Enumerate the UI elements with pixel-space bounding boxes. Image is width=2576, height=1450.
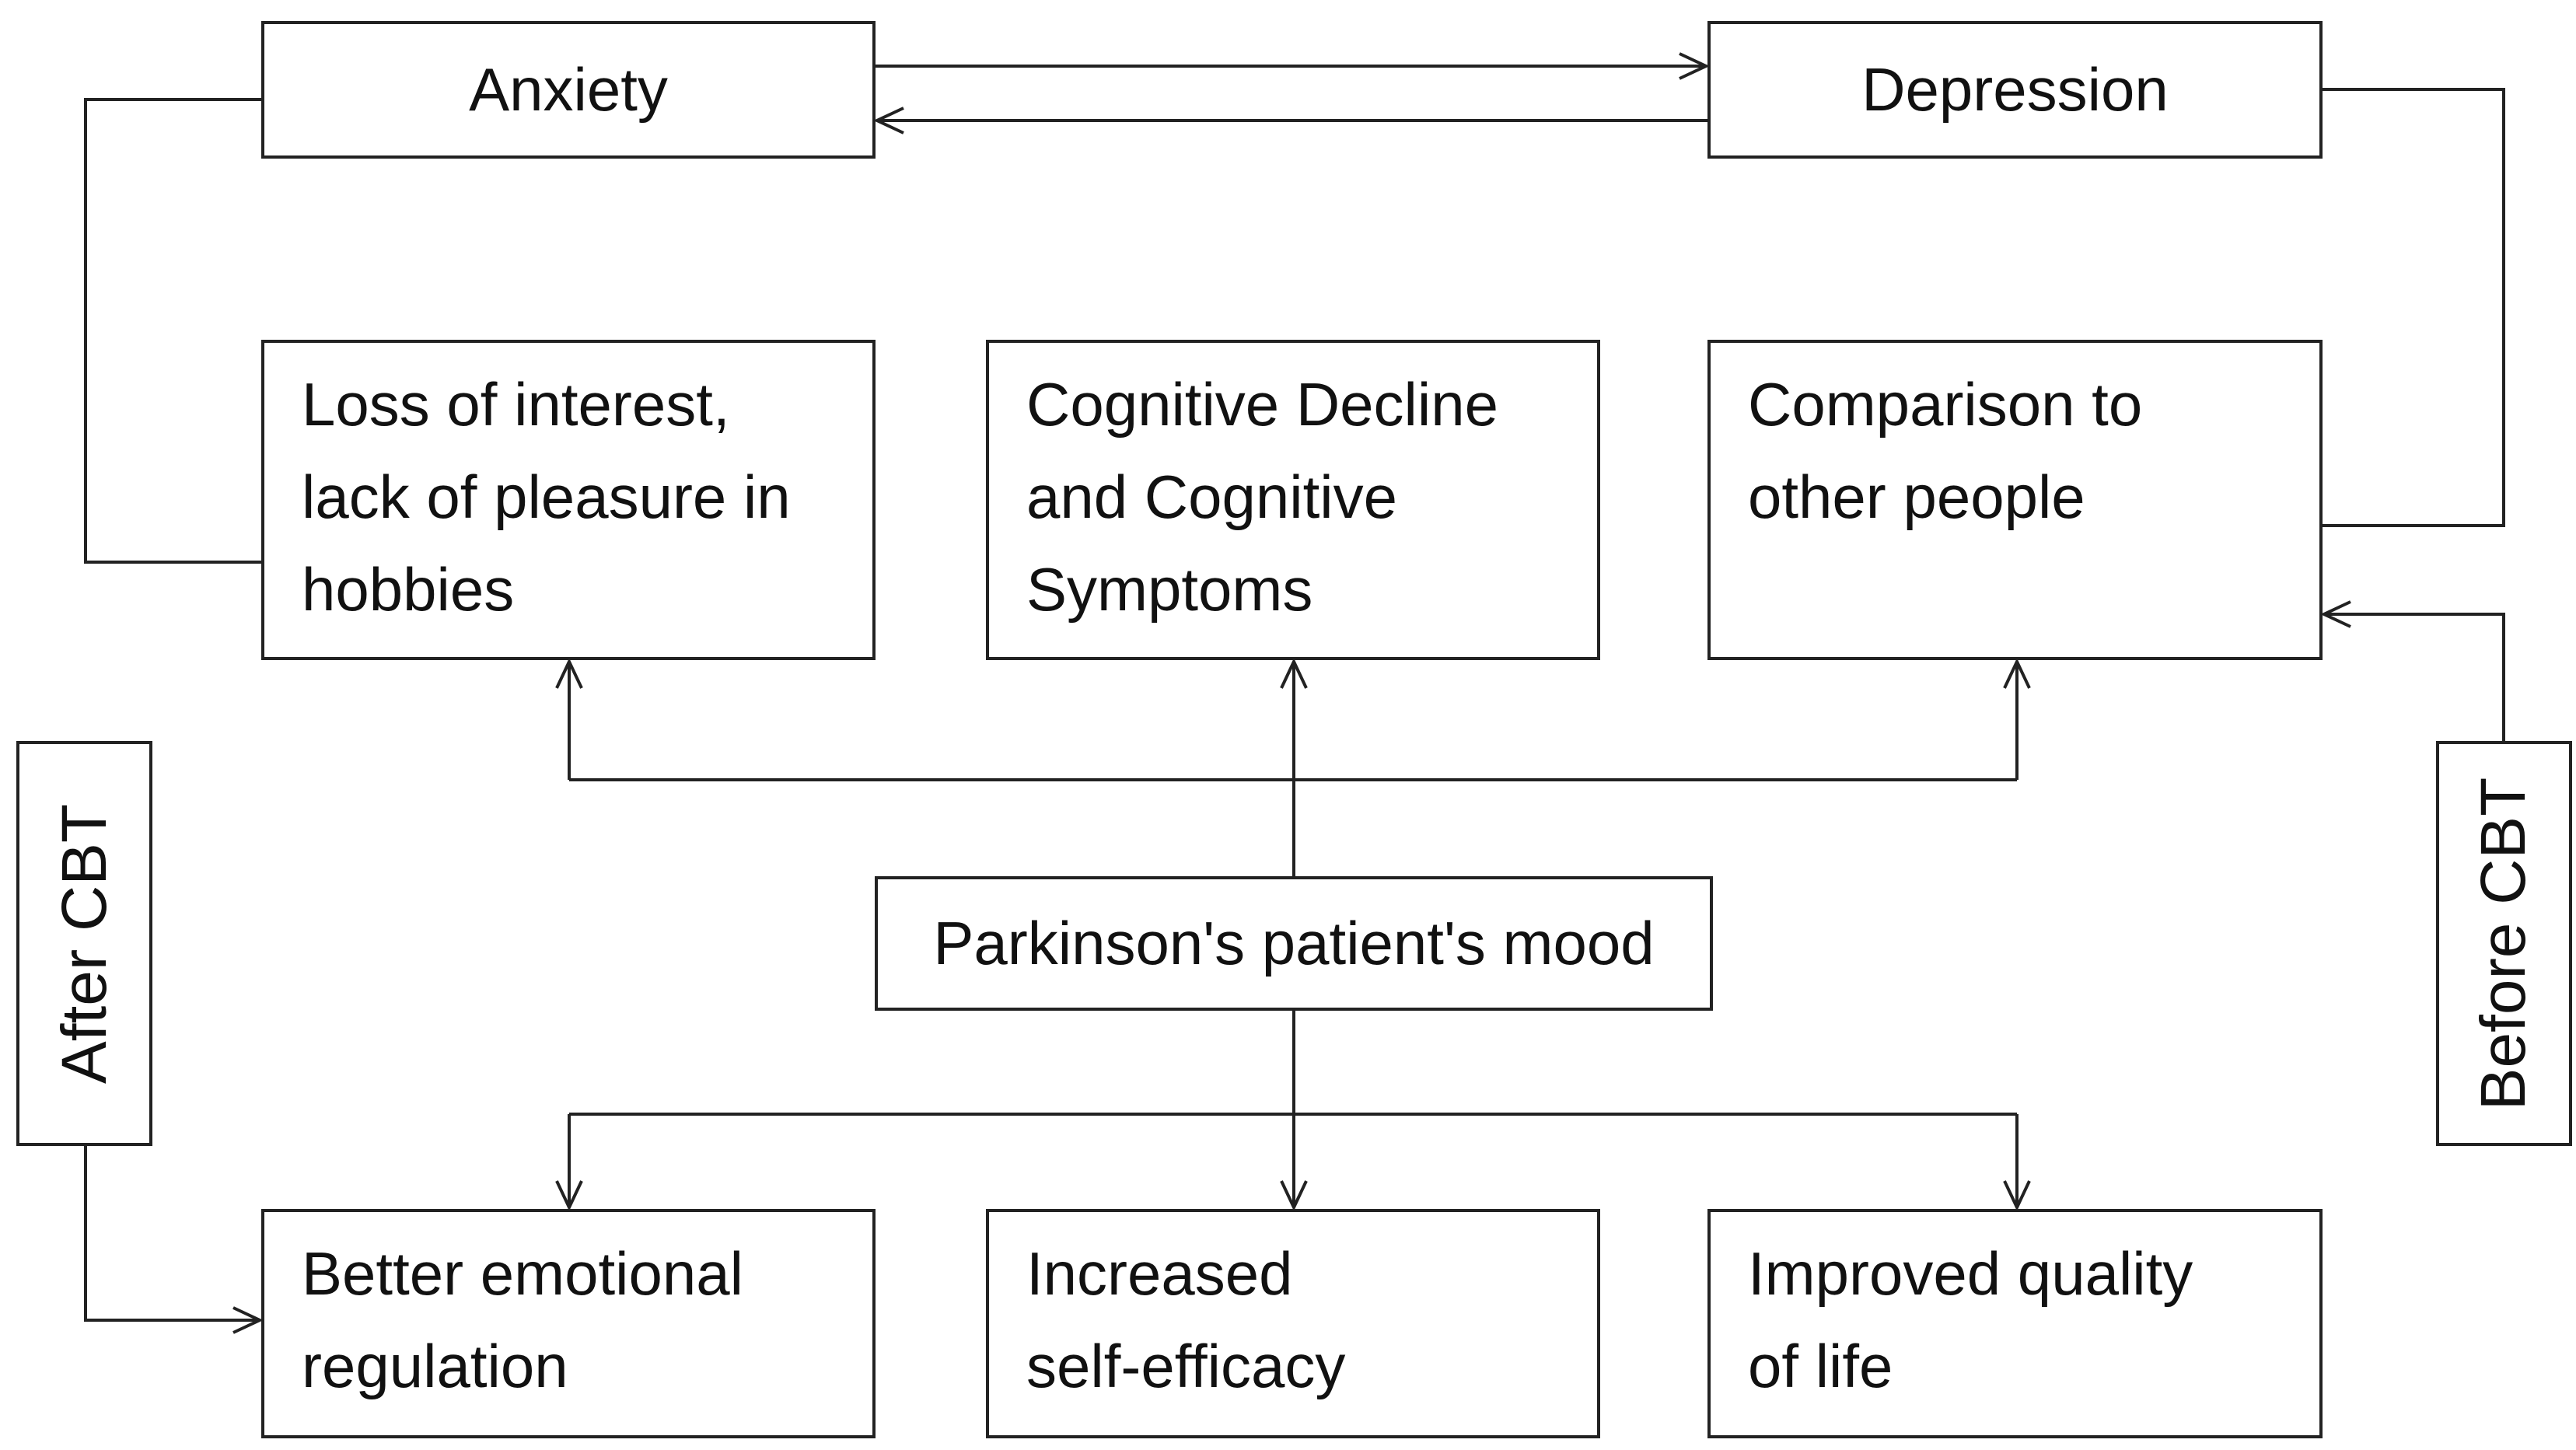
after-cbt-label: After CBT — [48, 803, 120, 1084]
comparison-box: Comparison to other people — [1707, 340, 2323, 660]
anxiety-label: Anxiety — [469, 55, 668, 124]
comparison-label: Comparison to other people — [1748, 370, 2143, 531]
loss-of-interest-label: Loss of interest, lack of pleasure in ho… — [302, 370, 791, 624]
cognitive-decline-box: Cognitive Decline and Cognitive Symptoms — [986, 340, 1600, 660]
depression-label: Depression — [1861, 55, 2169, 124]
emotional-regulation-label: Better emotional regulation — [302, 1239, 743, 1400]
after-cbt-box: After CBT — [16, 741, 152, 1146]
before-cbt-box: Before CBT — [2436, 741, 2572, 1146]
loss-of-interest-box: Loss of interest, lack of pleasure in ho… — [261, 340, 876, 660]
mood-label: Parkinson's patient's mood — [933, 909, 1655, 977]
self-efficacy-label: Increased self-efficacy — [1026, 1239, 1346, 1400]
mood-box: Parkinson's patient's mood — [875, 876, 1713, 1011]
emotional-regulation-box: Better emotional regulation — [261, 1209, 876, 1438]
anxiety-box: Anxiety — [261, 21, 876, 159]
line-comparison-to-depression — [2323, 88, 2505, 527]
arrow-before-to-comparison — [2324, 614, 2505, 741]
quality-of-life-label: Improved quality of life — [1748, 1239, 2193, 1400]
line-loss-to-anxiety — [84, 98, 261, 564]
self-efficacy-box: Increased self-efficacy — [986, 1209, 1600, 1438]
quality-of-life-box: Improved quality of life — [1707, 1209, 2323, 1438]
before-cbt-label: Before CBT — [2468, 777, 2539, 1110]
depression-box: Depression — [1707, 21, 2323, 159]
cognitive-decline-label: Cognitive Decline and Cognitive Symptoms — [1026, 370, 1498, 624]
arrow-after-to-emotional — [84, 1146, 260, 1320]
